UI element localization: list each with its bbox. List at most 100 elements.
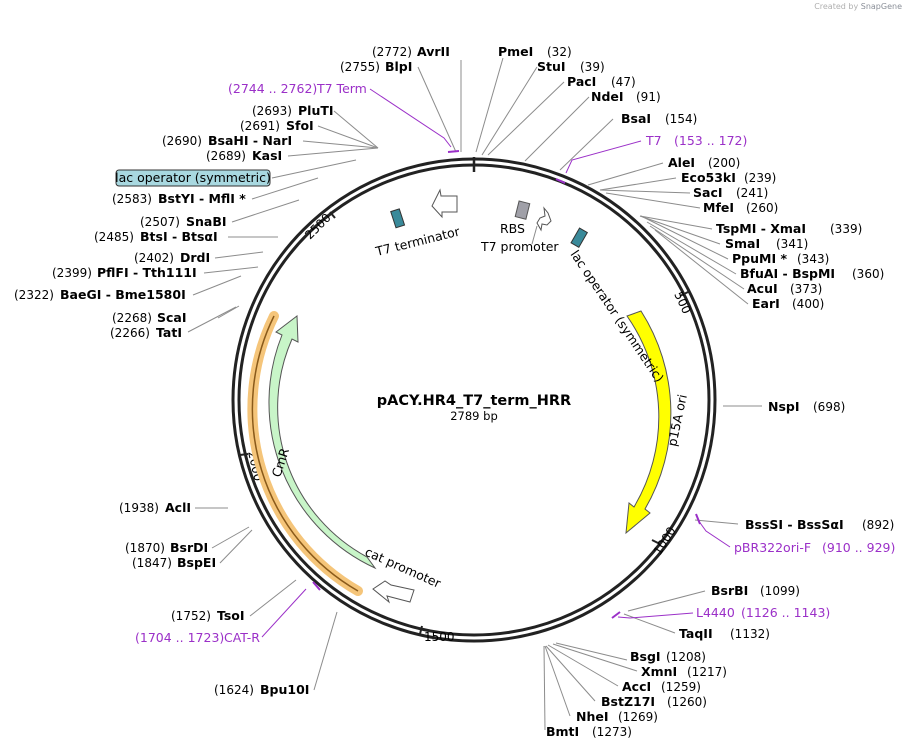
enzyme-name[interactable]: PmeI — [498, 44, 533, 59]
enzyme-name[interactable]: BsrBI — [711, 583, 748, 598]
enzyme-name[interactable]: TatI — [156, 325, 182, 340]
enzyme-pos: (32) — [547, 45, 572, 59]
enzyme-pos: (1938) — [119, 501, 159, 515]
enzyme-pos: (2755) — [340, 60, 380, 74]
enzyme-pos: (2266) — [110, 326, 150, 340]
enzyme-name[interactable]: KasI — [252, 148, 282, 163]
enzymes-left: (2772) AvrII (2755) BlpI (2693) PluTI (2… — [14, 44, 450, 697]
primer-labels: (2744 .. 2762) T7 Term T7 (153 .. 172) p… — [135, 81, 895, 645]
enzyme-pos: (154) — [665, 112, 697, 126]
lac-operator-right-feature[interactable] — [570, 227, 589, 248]
T7-promoter-arrow[interactable] — [536, 206, 552, 232]
enzyme-pos: (2399) — [52, 266, 92, 280]
enzyme-pos: (1752) — [171, 609, 211, 623]
enzyme-name[interactable]: PacI — [567, 74, 596, 89]
enzyme-name[interactable]: BaeGI - Bme1580I — [60, 287, 186, 302]
enzyme-name[interactable]: BtsI - BtsαI — [140, 229, 218, 244]
enzyme-name[interactable]: Bpu10I — [260, 682, 309, 697]
enzyme-name[interactable]: SacI — [693, 185, 723, 200]
enzymes-right: PmeI (32) StuI (39) PacI (47) NdeI (91) … — [498, 44, 894, 739]
T7-promoter-label: T7 promoter — [480, 239, 559, 254]
primer-name[interactable]: CAT-R — [224, 630, 260, 645]
enzyme-name[interactable]: SmaI — [725, 236, 760, 251]
enzyme-name[interactable]: TspMI - XmaI — [716, 221, 806, 236]
CmR-highlight — [247, 311, 363, 596]
credit-prefix: Created by — [814, 2, 859, 11]
primer-name[interactable]: pBR322ori-F — [734, 540, 811, 555]
primer-range: (1126 .. 1143) — [741, 605, 830, 620]
enzyme-name[interactable]: AvrII — [417, 44, 450, 59]
enzyme-name[interactable]: ScaI — [157, 310, 187, 325]
enzyme-name[interactable]: StuI — [537, 59, 566, 74]
enzyme-name[interactable]: BsrDI — [170, 540, 208, 555]
enzyme-name[interactable]: EarI — [752, 296, 780, 311]
primer-range: (910 .. 929) — [822, 540, 895, 555]
CmR-arrow[interactable] — [268, 315, 377, 570]
enzyme-name[interactable]: SfoI — [286, 118, 314, 133]
enzyme-name[interactable]: AccI — [622, 679, 651, 694]
primer-name[interactable]: T7 Term — [316, 81, 367, 96]
enzyme-name[interactable]: NdeI — [591, 89, 624, 104]
enzyme-pos: (1217) — [687, 665, 727, 679]
enzyme-name[interactable]: BssSI - BssSαI — [745, 517, 844, 532]
enzyme-name[interactable]: AclI — [165, 500, 191, 515]
enzyme-pos: (1273) — [592, 725, 632, 739]
enzyme-name[interactable]: AleI — [668, 155, 695, 170]
enzyme-name[interactable]: BsaI — [621, 111, 651, 126]
enzyme-pos: (341) — [776, 237, 808, 251]
enzyme-pos: (343) — [797, 252, 829, 266]
T7-terminator-label: T7 terminator — [373, 223, 462, 259]
enzyme-name[interactable]: PflFI - Tth111I — [97, 265, 197, 280]
enzyme-pos: (47) — [611, 75, 636, 89]
enzyme-name[interactable]: NheI — [576, 709, 609, 724]
enzyme-pos: (260) — [746, 201, 778, 215]
enzyme-pos: (2322) — [14, 288, 54, 302]
enzyme-pos: (400) — [792, 297, 824, 311]
enzyme-name[interactable]: PluTI — [298, 103, 334, 118]
enzyme-pos: (1208) — [666, 650, 706, 664]
p15A-ori-feature[interactable] — [625, 310, 672, 535]
enzyme-name[interactable]: AcuI — [747, 281, 778, 296]
primer-name[interactable]: L4440 — [696, 605, 735, 620]
enzyme-name[interactable]: BsgI — [630, 649, 661, 664]
enzyme-name[interactable]: TsoI — [217, 608, 245, 623]
enzyme-name[interactable]: BstYI - MflI * — [158, 191, 246, 206]
enzyme-name[interactable]: TaqII — [679, 626, 713, 641]
leader-lines — [187, 57, 762, 731]
CmR-highlight-line — [251, 315, 359, 592]
RBS-feature[interactable] — [514, 200, 531, 220]
enzyme-pos: (373) — [790, 282, 822, 296]
enzyme-pos: (1269) — [618, 710, 658, 724]
enzyme-pos: (360) — [852, 267, 884, 281]
enzyme-name[interactable]: Eco53kI — [681, 170, 736, 185]
scale-ticks — [239, 211, 689, 635]
enzyme-pos: (2402) — [134, 251, 174, 265]
enzyme-pos: (1260) — [667, 695, 707, 709]
enzyme-name[interactable]: BstZ17I — [601, 694, 655, 709]
lac-operator-left-feature[interactable] — [390, 208, 406, 229]
enzyme-name[interactable]: DrdI — [180, 250, 210, 265]
primer-range: (1704 .. 1723) — [135, 630, 224, 645]
enzyme-name[interactable]: BlpI — [385, 59, 412, 74]
enzyme-pos: (91) — [636, 90, 661, 104]
enzyme-pos: (892) — [862, 518, 894, 532]
lac-operator-callout-box[interactable] — [115, 169, 271, 187]
enzyme-name[interactable]: SnaBI — [186, 214, 227, 229]
enzyme-pos: (1624) — [214, 683, 254, 697]
T7-terminator-arrow[interactable] — [431, 188, 458, 219]
enzyme-name[interactable]: NspI — [768, 399, 800, 414]
enzyme-name[interactable]: BspEI — [177, 555, 216, 570]
enzyme-pos: (1847) — [132, 556, 172, 570]
enzyme-name[interactable]: MfeI — [703, 200, 734, 215]
cat-promoter-arrow[interactable] — [372, 580, 415, 604]
primer-name[interactable]: T7 — [645, 133, 662, 148]
enzyme-name[interactable]: BsaHI - NarI — [208, 133, 292, 148]
credit-brand: SnapGene — [860, 2, 902, 11]
enzyme-name[interactable]: XmnI — [641, 664, 677, 679]
enzyme-pos: (2689) — [206, 149, 246, 163]
enzyme-name[interactable]: BfuAI - BspMI — [740, 266, 835, 281]
enzyme-name[interactable]: PpuMI * — [732, 251, 787, 266]
enzyme-name[interactable]: BmtI — [546, 724, 579, 739]
enzyme-pos: (2485) — [94, 230, 134, 244]
